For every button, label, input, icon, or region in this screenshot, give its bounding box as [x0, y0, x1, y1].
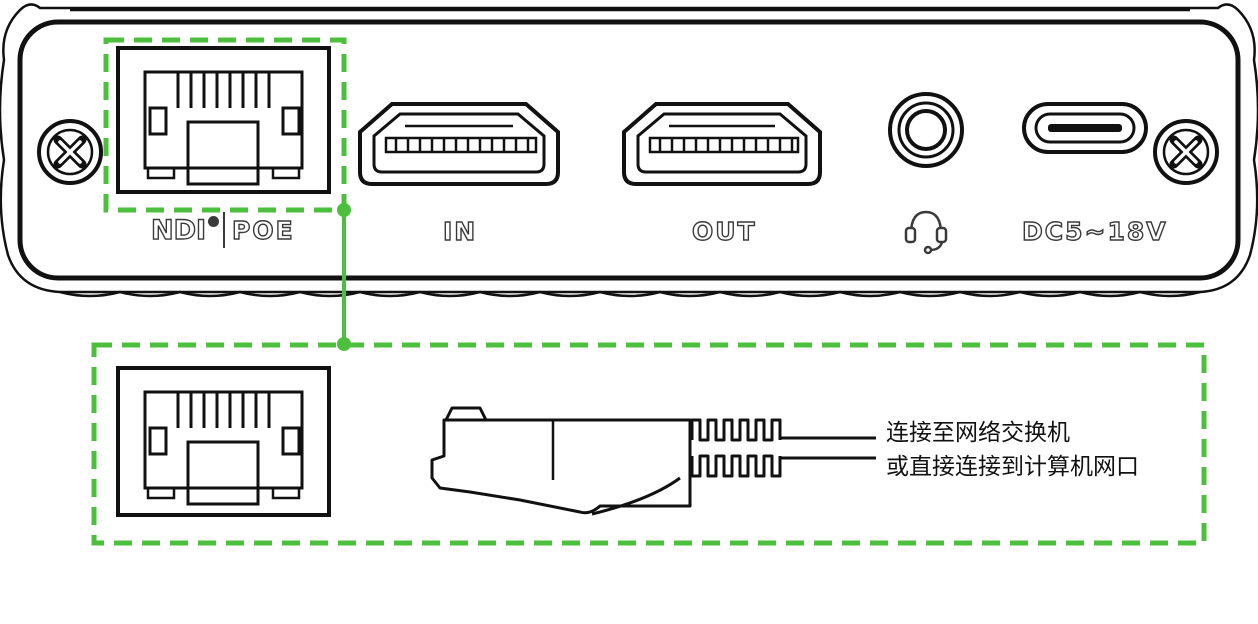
- screw-left-icon: [37, 119, 103, 185]
- registered-mark-icon: [208, 216, 219, 227]
- rj45-port-icon: [116, 46, 331, 194]
- headset-icon: [904, 210, 948, 255]
- device-shell: [0, 3, 1258, 298]
- hdmi-in-port-icon: [358, 102, 560, 186]
- ethernet-cable-icon: [430, 406, 876, 516]
- callout-dot-top: [337, 203, 351, 217]
- label-ndi: NDI: [150, 215, 207, 246]
- screw-right-icon: [1153, 119, 1219, 185]
- label-poe: POE: [231, 216, 295, 245]
- callout-box: [91, 342, 1207, 546]
- callout-text-line2: 或直接连接到计算机网口: [886, 454, 1139, 480]
- ndi-port-highlight: [103, 37, 347, 213]
- label-separator: [223, 212, 225, 248]
- usb-c-port-icon: [1022, 102, 1148, 154]
- hdmi-out-port-icon: [622, 102, 822, 186]
- label-hdmi-in: IN: [442, 217, 478, 246]
- rj45-port-callout-icon: [116, 366, 331, 517]
- label-hdmi-out: OUT: [691, 217, 757, 246]
- label-power: DC5~18V: [1021, 217, 1168, 246]
- callout-text-line1: 连接至网络交换机: [886, 420, 1070, 446]
- audio-jack-port-icon: [888, 92, 964, 168]
